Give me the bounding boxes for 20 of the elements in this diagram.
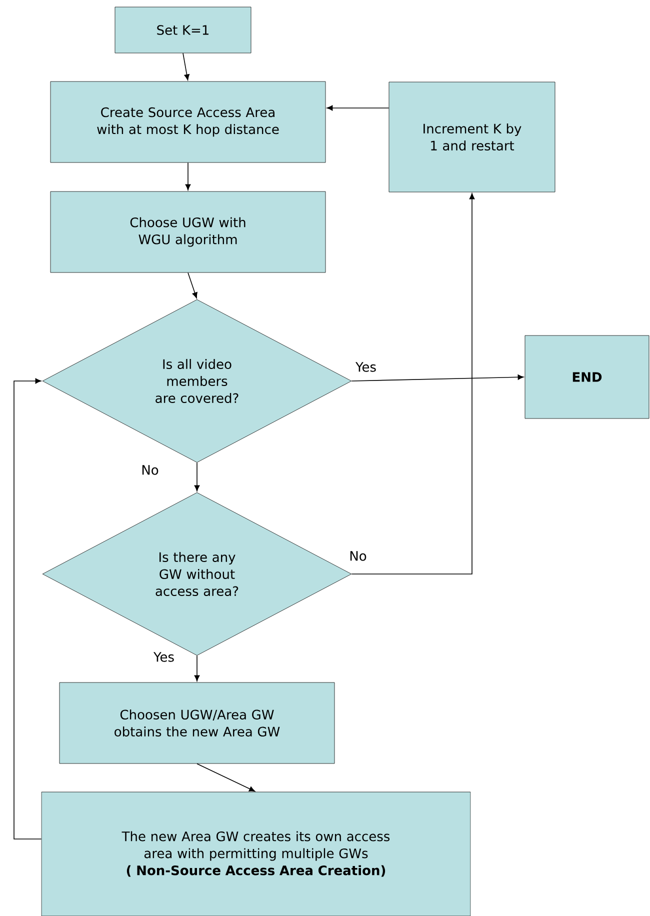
arrow	[182, 52, 190, 80]
arrow	[351, 374, 524, 382]
edge-label: No	[142, 465, 158, 475]
process-box: Set K=1	[114, 6, 252, 54]
arrow	[188, 272, 198, 298]
arrow	[14, 378, 42, 840]
process-box: Choose UGW with WGU algorithm	[50, 191, 326, 273]
end-box: END	[524, 335, 650, 419]
arrow	[185, 162, 191, 190]
arrow	[194, 655, 200, 682]
process-box: Choosen UGW/Area GW obtains the new Area GW	[59, 682, 335, 764]
edge-label: Yes	[355, 362, 376, 372]
process-box: Increment K by 1 and restart	[388, 82, 556, 192]
process-box: The new Area GW creates its own access area with permitting multiple GWs ( Non-Source Access Area Creation)	[41, 792, 471, 916]
process-box: Create Source Access Area with at most K hop distance	[50, 81, 326, 163]
arrow	[351, 193, 475, 574]
arrow	[196, 763, 256, 792]
arrow	[326, 105, 390, 111]
arrow	[194, 462, 200, 492]
edge-label: No	[350, 551, 366, 561]
